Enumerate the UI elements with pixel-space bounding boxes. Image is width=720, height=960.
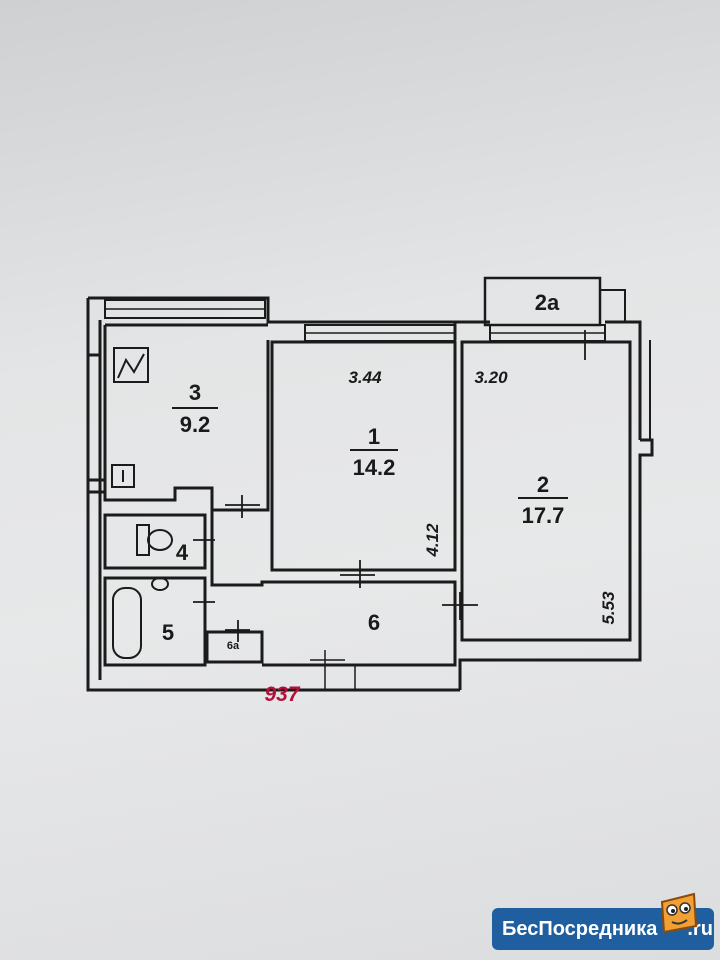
closet-6a bbox=[205, 630, 264, 664]
toilet-walls bbox=[103, 513, 207, 570]
room2-width-dimension: 3.20 bbox=[474, 368, 508, 387]
room4-number: 4 bbox=[175, 540, 189, 565]
balcony-number: 2a bbox=[534, 290, 560, 315]
corridor-walls bbox=[210, 510, 457, 667]
room1-width-dimension: 3.44 bbox=[348, 368, 382, 387]
room3-number: 3 bbox=[188, 380, 202, 405]
watermark-text: БесПосредника bbox=[502, 917, 658, 940]
series-code: 937 bbox=[264, 683, 300, 706]
washbasin-icon bbox=[151, 577, 169, 591]
room2-number: 2 bbox=[536, 472, 550, 497]
room2-depth-dimension: 5.53 bbox=[599, 591, 618, 625]
room1-area: 14.2 bbox=[352, 455, 396, 480]
toilet-icon bbox=[136, 524, 173, 556]
room1-walls bbox=[270, 340, 457, 572]
bath-walls bbox=[103, 576, 207, 667]
stove-icon bbox=[113, 347, 149, 383]
sink-icon bbox=[111, 464, 135, 488]
mascot-icon bbox=[660, 892, 698, 934]
right-wall bbox=[458, 438, 654, 690]
room1-depth-dimension: 4.12 bbox=[423, 523, 442, 557]
balcony-2a bbox=[483, 276, 602, 327]
bathtub-icon bbox=[112, 587, 142, 659]
outer-wall-left bbox=[86, 298, 460, 692]
room2-area: 17.7 bbox=[521, 503, 565, 528]
room5-number: 5 bbox=[161, 620, 175, 645]
room6a-number: 6a bbox=[226, 640, 240, 652]
room3-area: 9.2 bbox=[179, 412, 211, 437]
room3-walls bbox=[103, 325, 270, 512]
room6-number: 6 bbox=[367, 610, 381, 635]
room1-number: 1 bbox=[367, 424, 381, 449]
